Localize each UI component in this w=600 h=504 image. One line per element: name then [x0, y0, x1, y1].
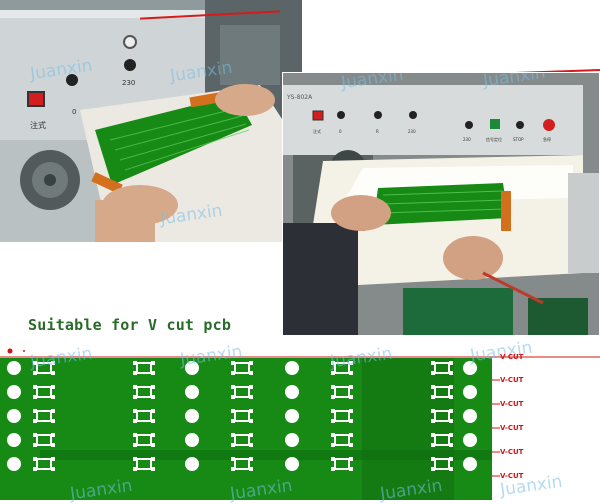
- knob: [337, 111, 345, 119]
- operator-hand: [215, 84, 275, 116]
- mounting-hole: [285, 409, 299, 423]
- red-dot: [23, 350, 25, 352]
- red-dot: [7, 348, 13, 354]
- mounting-hole: [285, 433, 299, 447]
- panel-label: 注式: [30, 120, 46, 130]
- page-title: Suitable for V cut pcb: [28, 316, 232, 334]
- panel-label: R: [376, 129, 379, 134]
- emergency-stop: [543, 119, 555, 131]
- mounting-hole: [185, 385, 199, 399]
- operator-hand: [331, 195, 391, 231]
- pcb-board: [403, 288, 513, 335]
- component-pad: [33, 457, 55, 471]
- component-pad: [331, 457, 353, 471]
- pcb-panel-diagram: [0, 348, 600, 500]
- v-cut-label: V-CUT: [500, 472, 524, 480]
- mounting-hole: [185, 433, 199, 447]
- panel-label: 0: [339, 129, 342, 134]
- v-cut-label: V-CUT: [500, 448, 524, 456]
- mounting-hole: [185, 409, 199, 423]
- mounting-hole: [285, 457, 299, 471]
- machine-body: [283, 85, 583, 155]
- right-machine-photo: YS-802A 注式 0 R 230 230 信号定位 STOP 急停: [283, 73, 599, 335]
- component-pad: [231, 457, 253, 471]
- knob: [465, 121, 473, 129]
- mounting-hole: [463, 361, 477, 375]
- component-pad: [431, 457, 453, 471]
- mounting-hole: [463, 457, 477, 471]
- component-pad: [331, 433, 353, 447]
- mounting-hole: [7, 433, 21, 447]
- component-pad: [133, 457, 155, 471]
- component-pad: [431, 361, 453, 375]
- mounting-hole: [285, 361, 299, 375]
- mounting-hole: [7, 385, 21, 399]
- component-pad: [33, 433, 55, 447]
- operator-hand: [443, 236, 503, 280]
- panel-label: 230: [122, 79, 135, 87]
- component-pad: [331, 385, 353, 399]
- photo-right: YS-802A 注式 0 R 230 230 信号定位 STOP 急停: [282, 72, 600, 336]
- component-pad: [231, 433, 253, 447]
- component-pad: [431, 409, 453, 423]
- mounting-hole: [7, 409, 21, 423]
- mounting-hole: [463, 409, 477, 423]
- component-pad: [231, 361, 253, 375]
- power-switch: [312, 110, 324, 121]
- component-pad: [133, 385, 155, 399]
- component-pad: [231, 385, 253, 399]
- panel-label: 信号定位: [486, 136, 502, 142]
- v-cut-label: V-CUT: [500, 376, 524, 384]
- component-pad: [33, 361, 55, 375]
- panel-label: 230: [463, 137, 471, 142]
- component-pad: [431, 433, 453, 447]
- panel-label: 230: [408, 129, 416, 134]
- pcb-board: [95, 95, 252, 185]
- mounting-hole: [7, 457, 21, 471]
- mounting-hole: [463, 433, 477, 447]
- knob: [409, 111, 417, 119]
- photo-left: 注式 0 230 Juanxin Juanxin Juanxin: [0, 0, 302, 242]
- panel-label: 0: [72, 108, 76, 116]
- component-pad: [133, 361, 155, 375]
- component-pad: [133, 409, 155, 423]
- component-pad: [331, 409, 353, 423]
- knob: [66, 74, 78, 86]
- green-button: [490, 119, 500, 129]
- pcb-board: [373, 183, 508, 225]
- knob: [516, 121, 524, 129]
- mounting-hole: [185, 457, 199, 471]
- component-pad: [133, 433, 155, 447]
- mounting-hole: [285, 385, 299, 399]
- component-pad: [33, 409, 55, 423]
- pcb-panel: Juanxin Juanxin Juanxin Juanxin Juanxin …: [0, 338, 600, 504]
- component-pad: [231, 409, 253, 423]
- v-cut-label: V-CUT: [500, 353, 524, 361]
- power-switch: [27, 91, 45, 107]
- knob: [123, 35, 137, 49]
- panel-label: 急停: [543, 136, 551, 142]
- panel-label: STOP: [513, 137, 524, 142]
- panel-label: 注式: [313, 128, 321, 134]
- mounting-hole: [185, 361, 199, 375]
- v-cut-label: V-CUT: [500, 424, 524, 432]
- knob: [124, 59, 136, 71]
- v-cut-label: V-CUT: [500, 400, 524, 408]
- mounting-hole: [463, 385, 477, 399]
- model-label: YS-802A: [286, 94, 313, 101]
- knob: [374, 111, 382, 119]
- component-pad: [431, 385, 453, 399]
- operator-body: [283, 223, 358, 335]
- mounting-hole: [7, 361, 21, 375]
- left-machine-photo: 注式 0 230: [0, 0, 302, 242]
- component-pad: [331, 361, 353, 375]
- component-pad: [33, 385, 55, 399]
